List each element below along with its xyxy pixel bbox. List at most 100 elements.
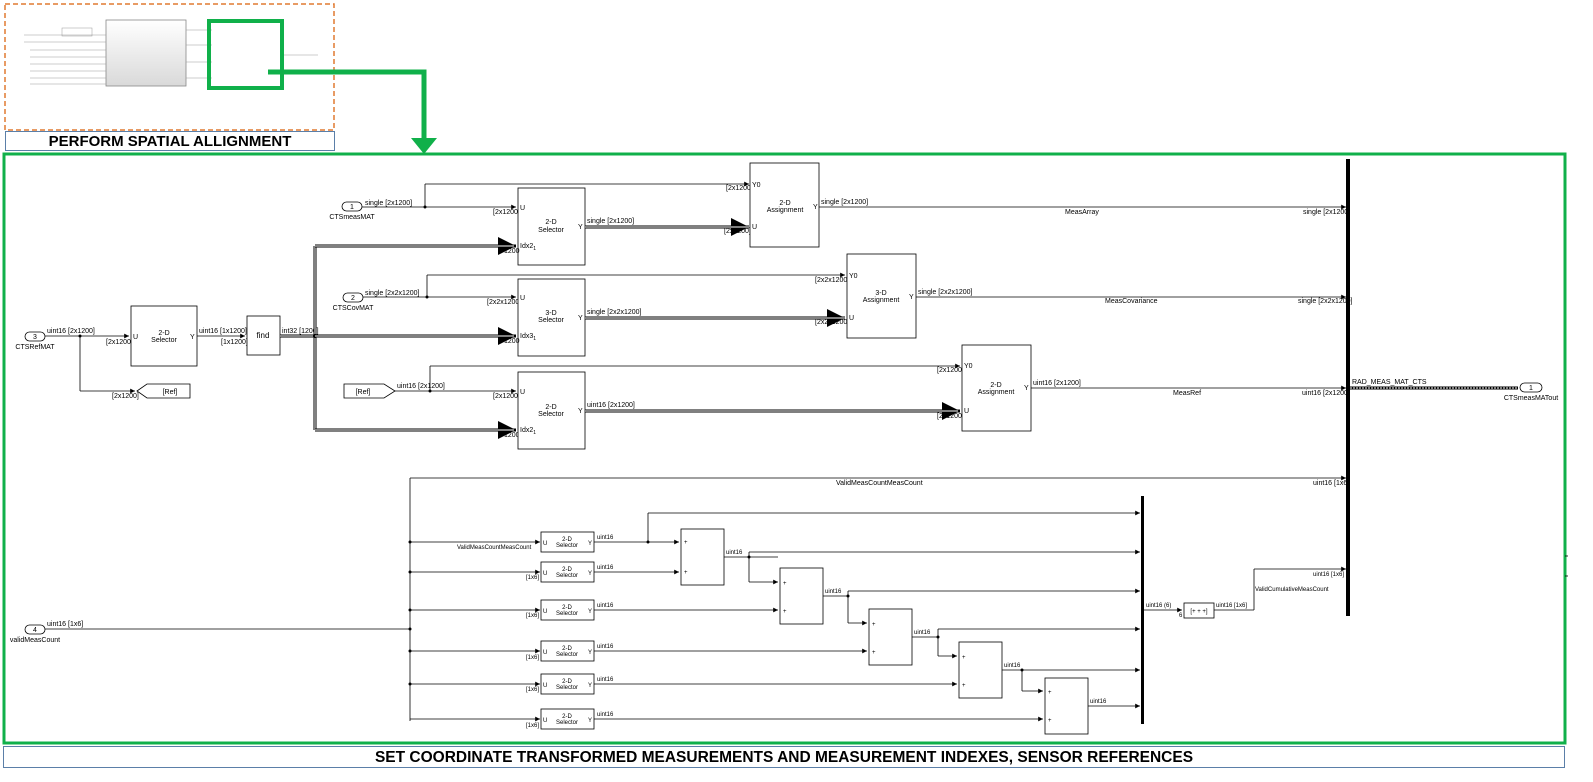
sig-idx1-dim: 1200 [504, 248, 520, 255]
sig-sel3-out: uint16 [2x1200] [587, 402, 635, 409]
svg-text:uint16: uint16 [597, 565, 614, 571]
svg-text:uint16: uint16 [914, 630, 931, 636]
sig-y0-1-dim: [2x1200] [726, 185, 753, 192]
sig-bus-in1: single [2x1200] [1303, 209, 1350, 216]
cumsum-block[interactable] [1183, 602, 1215, 619]
goto-ref-block[interactable] [136, 383, 191, 399]
inport-4-name: validMeasCount [10, 637, 60, 644]
assignment-3-line1: 2-D [990, 382, 1001, 389]
svg-text:2-D: 2-D [562, 679, 572, 685]
zoom-connector-arrow [268, 69, 427, 146]
sig-bus-in4: uint16 [1x6] [1313, 480, 1349, 487]
sig-sel1-out: single [2x1200] [587, 218, 634, 225]
sum-block-1[interactable] [680, 528, 725, 586]
sum-cascade: uint16 uint16 + + uint16 uint16 + + uint… [594, 510, 1140, 735]
goto-ref-label: [Ref] [163, 389, 178, 396]
selector-block-2[interactable] [517, 278, 586, 357]
svg-text:uint16: uint16 [597, 535, 614, 541]
overview-thumbnail[interactable] [4, 3, 437, 154]
inport-4-number: 4 [33, 627, 37, 634]
selector-2-port-idx: Idx31 [520, 333, 536, 342]
label-cumulative: ValidCumulativeMeasCount [1255, 587, 1329, 593]
mux-block[interactable] [1141, 496, 1144, 724]
svg-text:2-D: 2-D [562, 646, 572, 652]
svg-text:2-D: 2-D [562, 537, 572, 543]
svg-text:[1x6]: [1x6] [526, 575, 539, 581]
svg-text:+: + [872, 650, 876, 656]
sum-block-5[interactable] [1044, 677, 1089, 735]
sum-block-2[interactable] [779, 567, 824, 625]
outport-1[interactable] [1519, 382, 1543, 393]
sig-in2-dim: [2x2x1200] [487, 299, 521, 306]
sig-u-3-dim: [2x1200] [937, 413, 964, 420]
assignment-1-port-y0: Y0 [752, 182, 761, 189]
sig-in2-type: single [2x2x1200] [365, 290, 420, 297]
inport-2[interactable] [342, 292, 364, 303]
zoom-connector-arrowhead [411, 138, 437, 154]
svg-text:U: U [543, 571, 547, 577]
svg-text:Selector: Selector [556, 573, 578, 579]
assignment-3-port-u: U [964, 408, 969, 415]
svg-text:uint16: uint16 [597, 677, 614, 683]
svg-text:+: + [684, 570, 688, 576]
sig-sel3-in-dim: [2x1200] [493, 393, 520, 400]
assignment-block-1[interactable] [749, 162, 820, 248]
selector-3-port-idx: Idx21 [520, 427, 536, 436]
svg-text:+: + [783, 581, 787, 587]
inport-4[interactable] [24, 624, 46, 635]
sig-from-ref: uint16 [2x1200] [397, 383, 445, 390]
assignment-1-line1: 2-D [779, 200, 790, 207]
from-ref-block[interactable] [343, 383, 396, 399]
selector-block-ref[interactable] [130, 305, 198, 367]
selector-1-line1: 2-D [545, 219, 556, 226]
svg-text:+: + [783, 609, 787, 615]
sig-in3-dim: [2x1200] [106, 339, 133, 346]
svg-text:Y: Y [588, 609, 592, 615]
overview-highlight[interactable] [207, 19, 284, 90]
selector-2-line1: 3-D [545, 310, 556, 317]
svg-text:uint16: uint16 [726, 550, 743, 556]
label-valid-count-small: ValidMeasCountMeasCount [457, 545, 532, 551]
assignment-2-line1: 3-D [875, 290, 886, 297]
assignment-2-port-u: U [849, 315, 854, 322]
from-ref-label: [Ref] [356, 389, 371, 396]
cumsum-icon: [+ + +] [1190, 609, 1208, 615]
assignment-3-port-y0: Y0 [964, 363, 973, 370]
svg-text:uint16: uint16 [1090, 699, 1107, 705]
assignment-block-2[interactable] [846, 253, 917, 339]
selector-block-3[interactable] [517, 371, 586, 450]
selector-ref-port-u: U [133, 334, 138, 341]
svg-text:Selector: Selector [556, 652, 578, 658]
detail-caption: SET COORDINATE TRANSFORMED MEASUREMENTS … [3, 746, 1565, 768]
sig-u-1-dim: [2x1200] [724, 228, 751, 235]
sig-bus-in3: uint16 [2x1200] [1302, 390, 1350, 397]
inport-3[interactable] [24, 331, 46, 342]
sum-block-3[interactable] [868, 608, 913, 666]
svg-text:U: U [543, 718, 547, 724]
sig-cumsum-out: uint16 [1x6] [1216, 603, 1247, 609]
diagram-content: 1 CTSmeasMAT single [2x1200] [2x1200] [2… [10, 159, 1568, 735]
find-block[interactable] [246, 315, 281, 356]
sig-idx2-dim: 1200 [504, 338, 520, 345]
assignment-2-line2: Assignment [863, 297, 900, 304]
label-meas-cov: MeasCovariance [1105, 298, 1158, 305]
svg-text:+: + [684, 540, 688, 546]
sig-goto-dim: [2x1200] [112, 393, 139, 400]
bus-creator[interactable] [1346, 159, 1350, 616]
selector-1-port-u: U [520, 205, 525, 212]
inport-1-number: 1 [350, 204, 354, 211]
selector-block-1[interactable] [517, 187, 586, 266]
selector-2-port-u: U [520, 295, 525, 302]
sum-block-4[interactable] [958, 641, 1003, 699]
assignment-block-3[interactable] [961, 344, 1032, 432]
svg-text:+: + [1048, 690, 1052, 696]
svg-text:+: + [1048, 718, 1052, 724]
label-meas-array: MeasArray [1065, 209, 1099, 216]
sig-in3-type: uint16 [2x1200] [47, 328, 95, 335]
svg-text:uint16: uint16 [825, 589, 842, 595]
inport-1[interactable] [341, 201, 363, 212]
detail-frame [2, 152, 1567, 745]
svg-text:2-D: 2-D [562, 567, 572, 573]
inport-2-name: CTSCovMAT [333, 305, 374, 312]
selector-3-line2: Selector [538, 411, 564, 418]
